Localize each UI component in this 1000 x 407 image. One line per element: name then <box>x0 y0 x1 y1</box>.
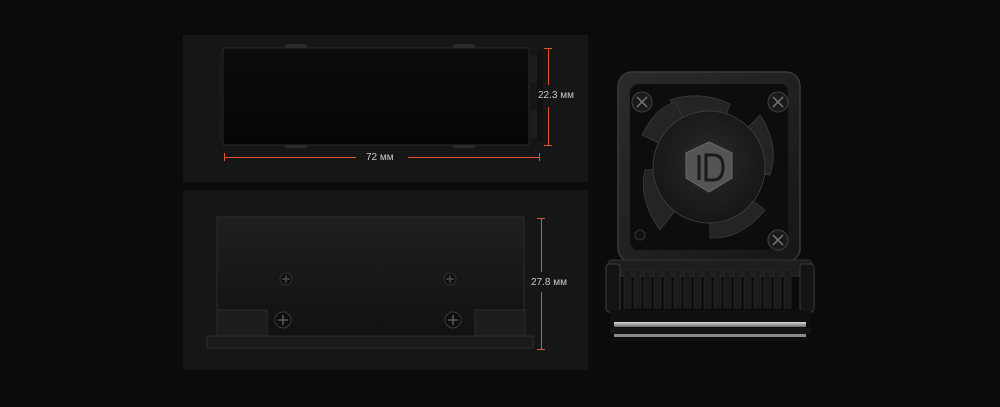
ssd-side-view-image <box>206 216 534 349</box>
height-side-dim-line-upper <box>541 218 542 272</box>
length-tick-right <box>539 153 540 161</box>
height-side-tick-top <box>537 218 545 219</box>
screw-icon <box>444 311 462 329</box>
height-top-tick-bottom <box>544 145 552 146</box>
height-side-tick-bottom <box>537 349 545 350</box>
ssd-top-view-image <box>219 44 543 148</box>
height-top-label: 22.3 мм <box>538 90 574 101</box>
length-tick-left <box>224 153 225 161</box>
height-side-dim-line-lower <box>541 292 542 349</box>
screw-icon <box>274 311 292 329</box>
height-top-dim-line-lower <box>548 107 549 145</box>
screw-icon <box>767 91 789 113</box>
screw-icon <box>279 272 293 286</box>
screw-icon <box>767 229 789 251</box>
screw-icon <box>631 91 653 113</box>
height-top-tick-top <box>544 48 552 49</box>
length-dim-line-left <box>224 157 356 158</box>
height-top-dim-line-upper <box>548 48 549 85</box>
length-label: 72 мм <box>366 152 394 163</box>
ssd-fan-front-view-image <box>605 71 815 342</box>
length-dim-line-right <box>408 157 540 158</box>
height-side-label: 27.8 мм <box>531 277 567 288</box>
brand-logo-icon <box>685 141 733 193</box>
screw-icon <box>443 272 457 286</box>
side-view-panel <box>183 190 588 370</box>
